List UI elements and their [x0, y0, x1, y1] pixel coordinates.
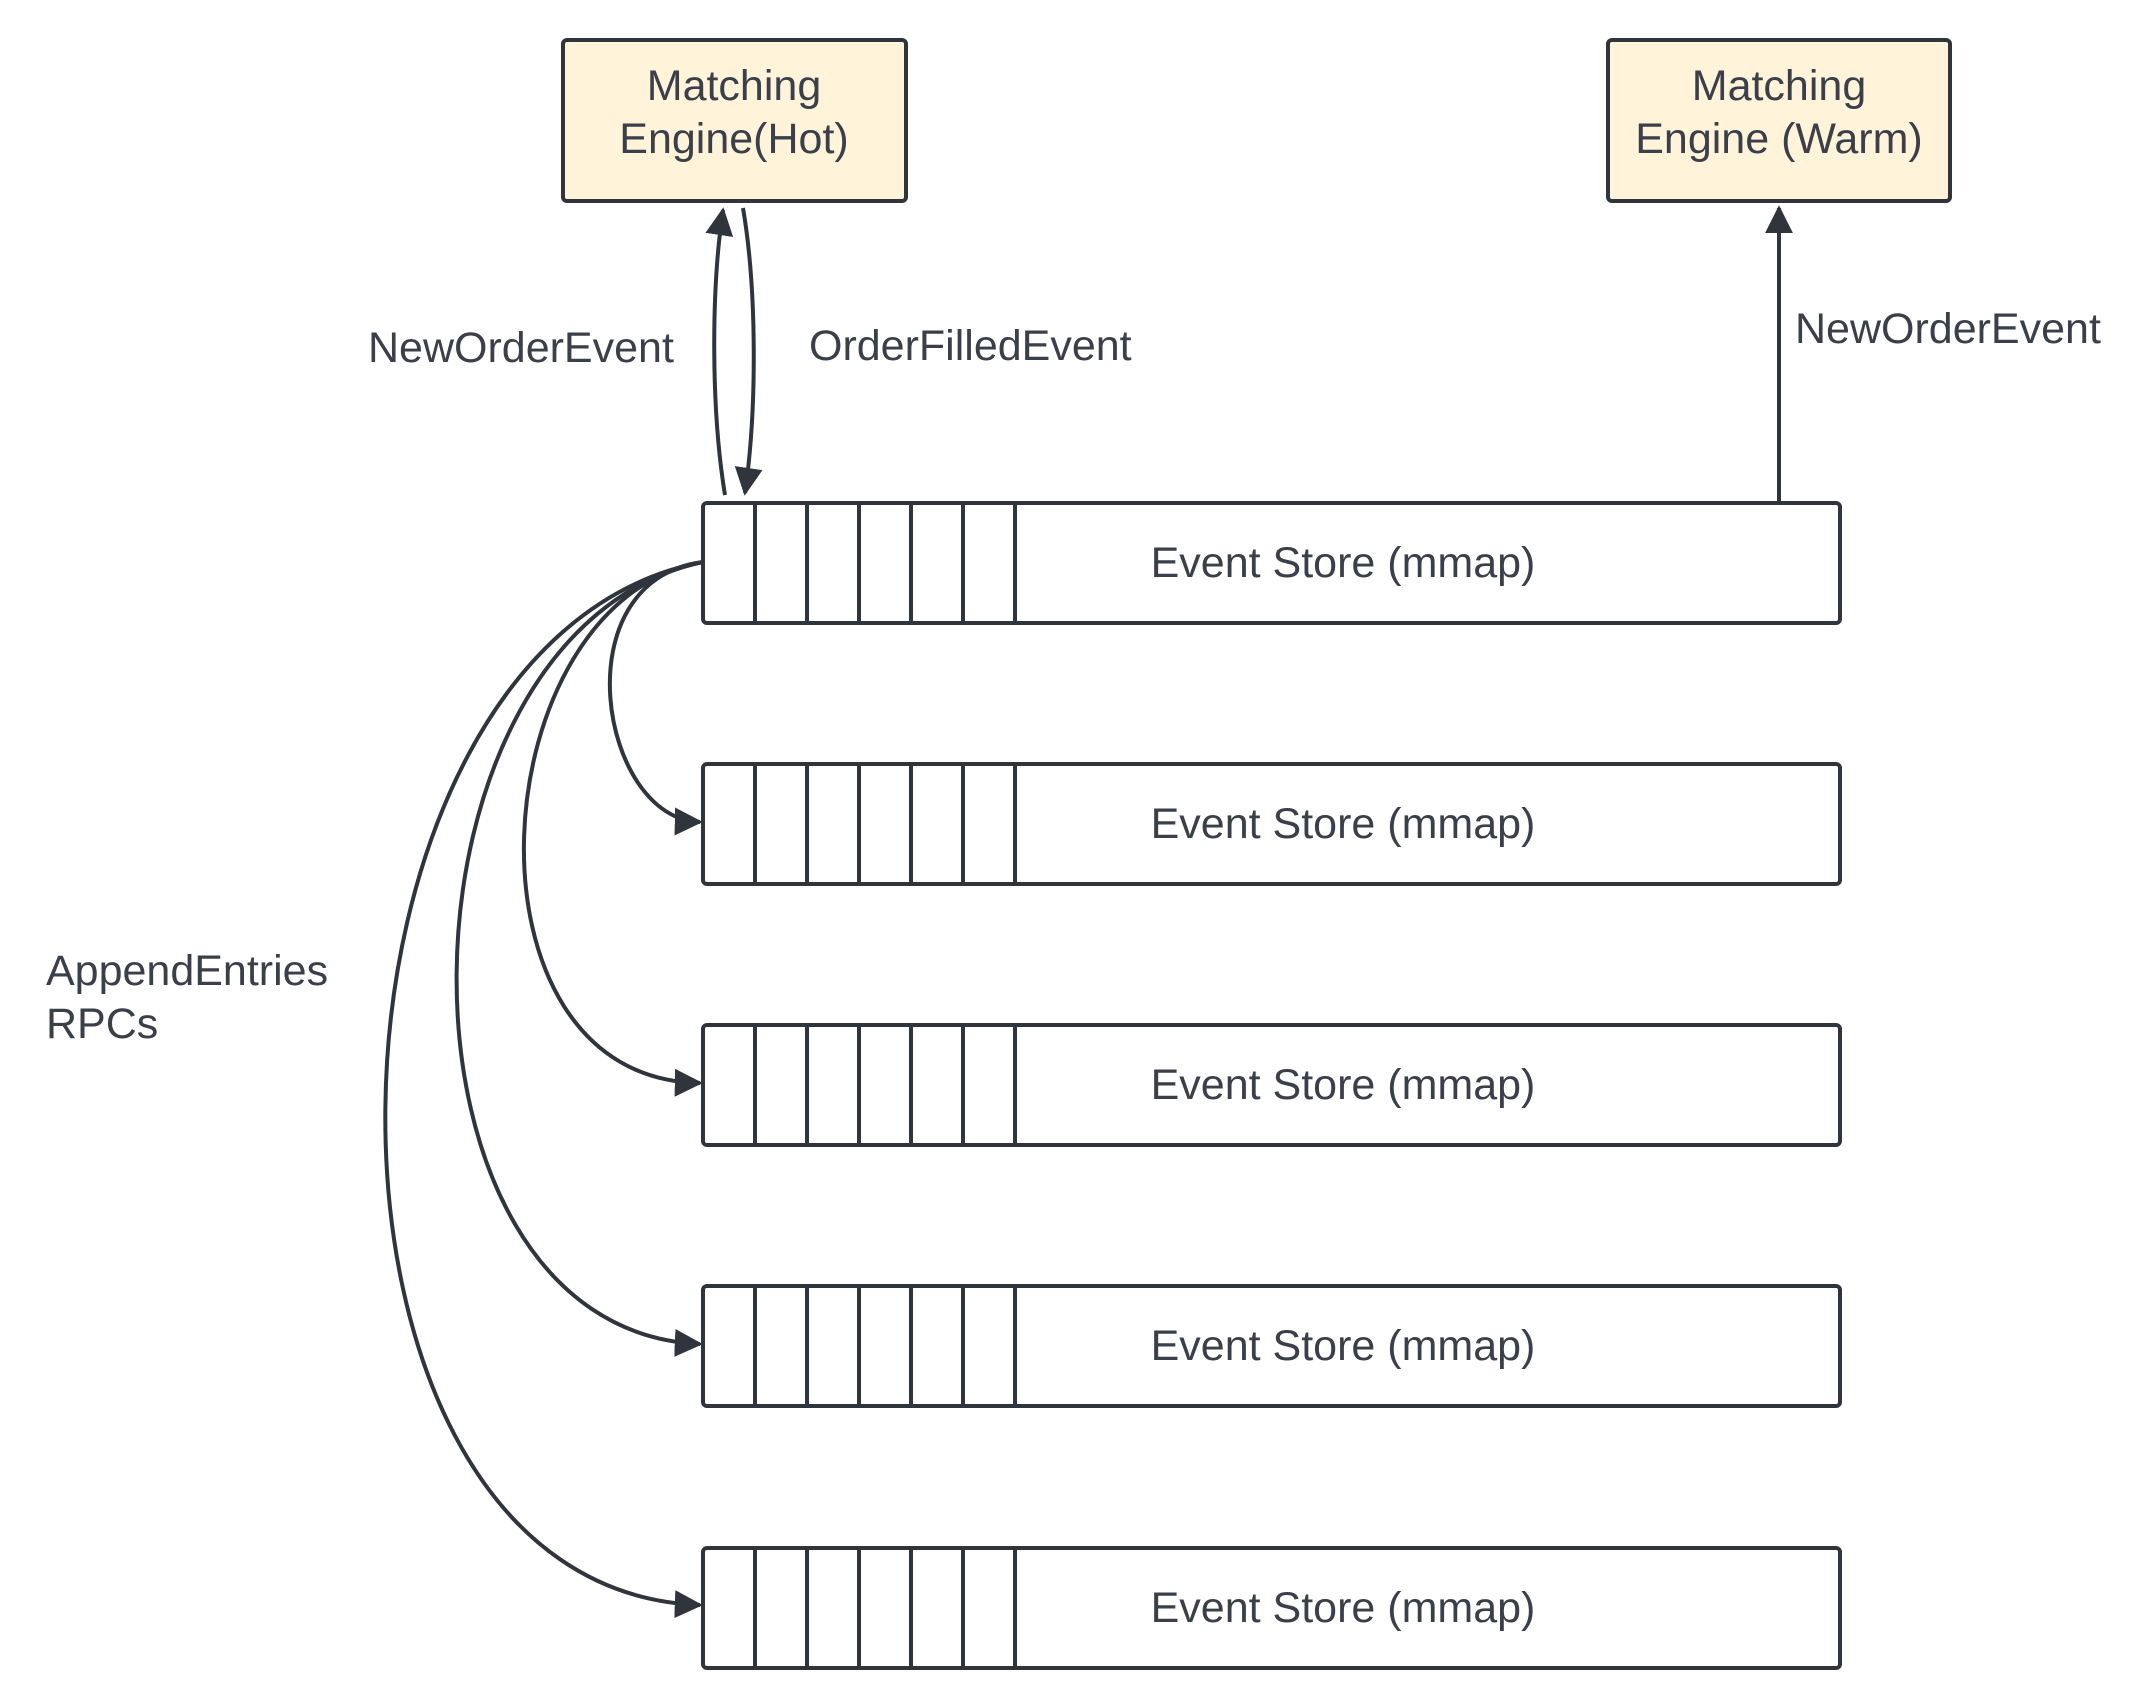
new-order-event-label-hot: NewOrderEvent: [368, 324, 674, 372]
engine-warm-label-line1: Matching: [1692, 62, 1866, 110]
append-entries-arrow-1: [607, 560, 704, 836]
event-store-label: Event Store (mmap): [1151, 800, 1536, 848]
append-entries-label-line2: RPCs: [46, 1000, 158, 1048]
event-stores: Event Store (mmap) Event Store (mmap) Even…: [701, 501, 1842, 1670]
event-store-3[interactable]: Event Store (mmap): [701, 1023, 1842, 1147]
event-store-label: Event Store (mmap): [1151, 1322, 1536, 1370]
event-store-5[interactable]: Event Store (mmap): [701, 1546, 1842, 1670]
event-store-frame: [701, 1546, 1842, 1670]
matching-engine-hot[interactable]: Matching Engine(Hot): [561, 38, 908, 203]
engine-warm-label-line2: Engine (Warm): [1635, 115, 1923, 163]
new-order-event-label-warm: NewOrderEvent: [1795, 305, 2101, 353]
append-entries-arrow-2: [521, 560, 704, 1097]
order-filled-event-label: OrderFilledEvent: [809, 322, 1132, 370]
event-store-frame: [701, 762, 1842, 886]
event-store-1[interactable]: Event Store (mmap): [701, 501, 1842, 625]
event-store-4[interactable]: Event Store (mmap): [701, 1284, 1842, 1408]
append-entries-arrow-4: [383, 560, 704, 1619]
append-entries-label-line1: AppendEntries: [46, 947, 328, 995]
event-store-2[interactable]: Event Store (mmap): [701, 762, 1842, 886]
matching-engine-warm[interactable]: Matching Engine (Warm): [1606, 38, 1952, 203]
append-entries-arrow-3: [454, 560, 704, 1357]
engine-hot-label-line1: Matching: [647, 62, 821, 110]
order-filled-arrow-hot: [734, 207, 763, 496]
event-store-label: Event Store (mmap): [1151, 1584, 1536, 1632]
event-store-frame: [701, 1023, 1842, 1147]
event-store-label: Event Store (mmap): [1151, 1061, 1536, 1109]
new-order-arrow-hot: [705, 207, 734, 496]
event-store-label: Event Store (mmap): [1151, 539, 1536, 587]
engine-hot-label-line2: Engine(Hot): [619, 115, 848, 163]
event-store-frame: [701, 1284, 1842, 1408]
